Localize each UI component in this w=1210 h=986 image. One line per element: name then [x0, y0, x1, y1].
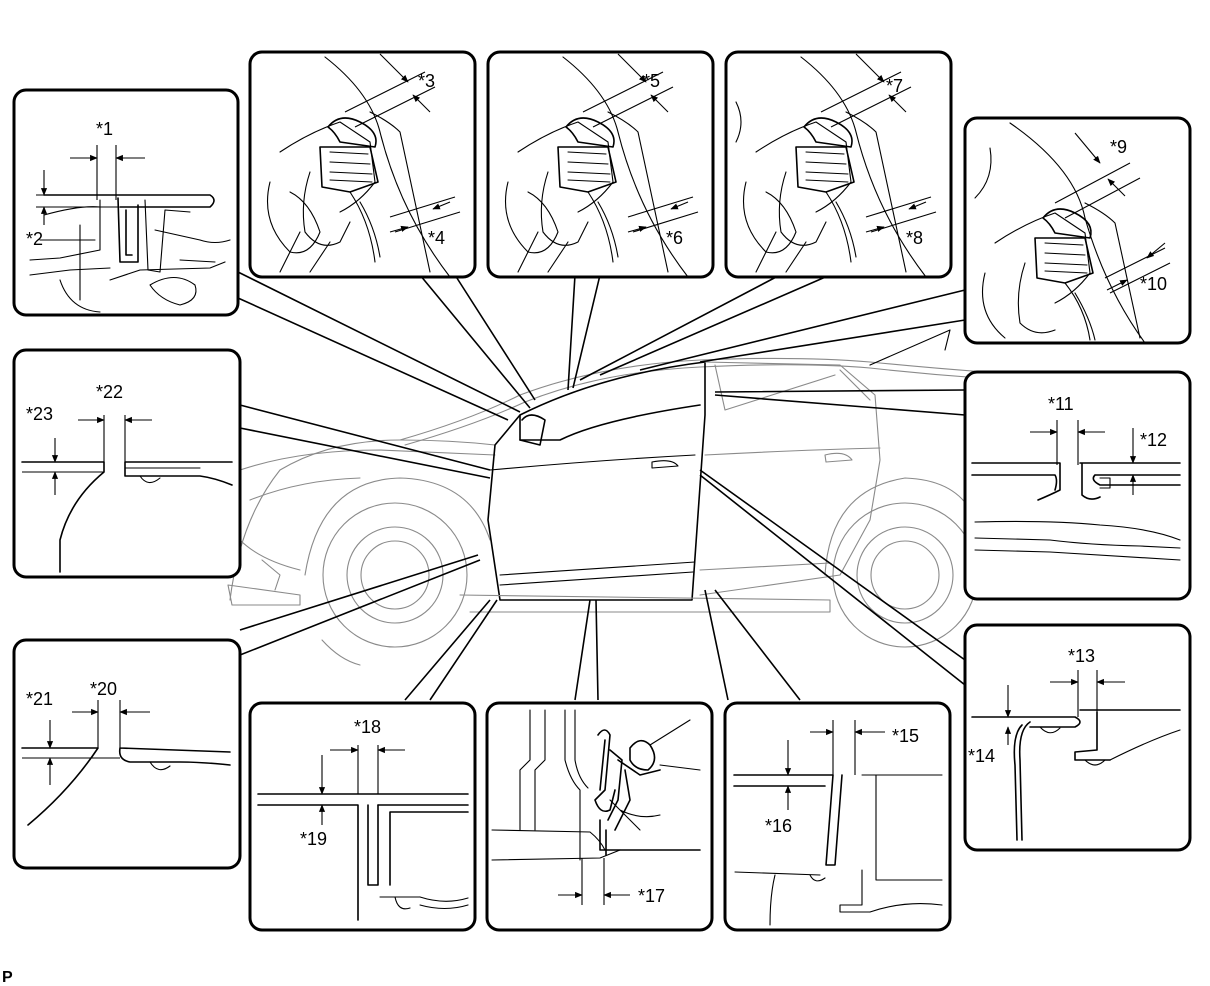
callout-label: *22: [96, 382, 123, 402]
callout-label: *1: [96, 119, 113, 139]
callout-label: *11: [1048, 394, 1074, 414]
callout-label: *7: [886, 76, 903, 96]
detail-panel-6: *11 *12: [963, 370, 1192, 601]
detail-panel-12: *22 *23: [12, 348, 242, 579]
detail-panel-9: *17: [485, 701, 714, 932]
callout-label: *13: [1068, 646, 1095, 666]
callout-label: *9: [1110, 137, 1127, 157]
callout-label: *2: [26, 229, 43, 249]
callout-label: *3: [418, 71, 435, 91]
callout-label: *14: [968, 746, 995, 766]
detail-panel-3: *5 *6: [486, 50, 715, 279]
leader-lines: [237, 271, 966, 701]
callout-label: *21: [26, 689, 53, 709]
corner-mark: P: [2, 969, 13, 986]
callout-label: *17: [638, 886, 665, 906]
callout-label: *4: [428, 228, 445, 248]
detail-panel-2: *3 *4: [248, 50, 477, 279]
callout-label: *10: [1140, 274, 1167, 294]
detail-panel-1: *1 *2: [12, 88, 240, 317]
callout-label: *18: [354, 717, 381, 737]
detail-panel-4: *7 *8: [724, 50, 953, 279]
callout-label: *19: [300, 829, 327, 849]
detail-panel-10: *18 *19: [248, 701, 477, 932]
callout-label: *6: [666, 228, 683, 248]
detail-panel-8: *15 *16: [723, 701, 952, 932]
detail-panel-11: *20 *21: [12, 638, 242, 870]
callout-label: *20: [90, 679, 117, 699]
detail-panel-7: *13 *14: [963, 623, 1192, 852]
callout-label: *8: [906, 228, 923, 248]
callout-label: *15: [892, 726, 919, 746]
detail-panel-5: *9 *10: [963, 116, 1192, 345]
callout-label: *16: [765, 816, 792, 836]
callout-label: *5: [643, 71, 660, 91]
car-body: [227, 329, 986, 666]
callout-label: *23: [26, 404, 53, 424]
callout-label: *12: [1140, 430, 1167, 450]
